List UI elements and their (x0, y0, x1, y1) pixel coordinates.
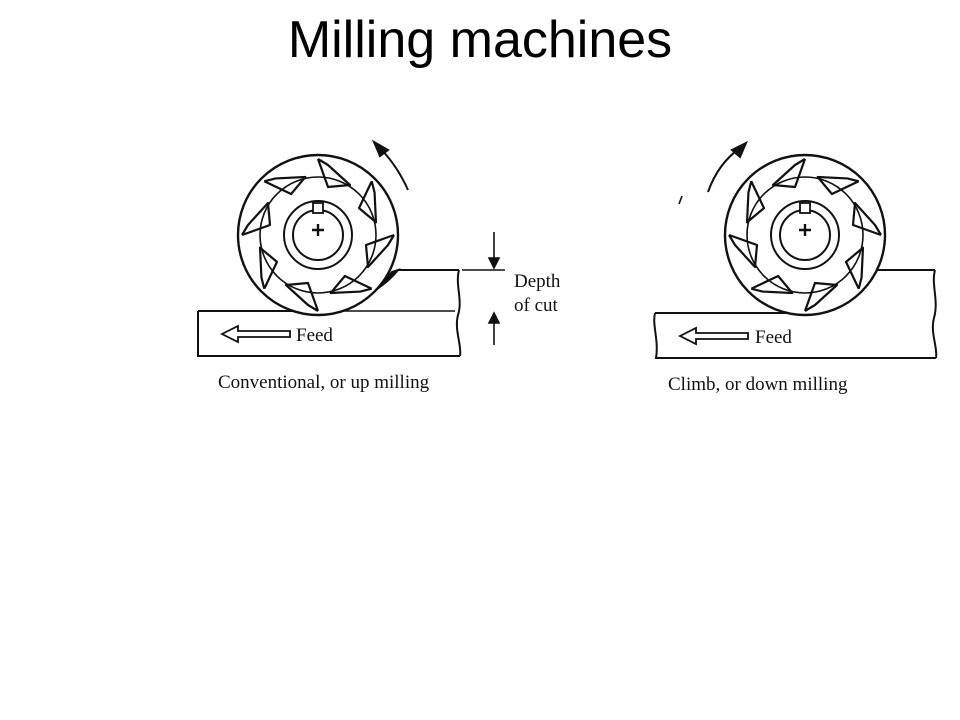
rotation-arrow-right (707, 140, 748, 193)
feed-label-right: Feed (755, 327, 792, 348)
caption-conventional: Conventional, or up milling (218, 372, 430, 393)
milling-cutter-right (723, 153, 887, 317)
rotation-arrow-left (371, 139, 409, 191)
conventional-milling-panel: Depth of cut Feed Conventional, or up mi… (197, 139, 561, 393)
caption-climb: Climb, or down milling (668, 374, 848, 395)
depth-label-line2: of cut (514, 295, 559, 316)
milling-cutter-left (236, 153, 400, 317)
workpiece-right (653, 269, 938, 359)
depth-of-cut-dimension (462, 232, 505, 345)
slide-title: Milling machines (287, 11, 673, 69)
feed-label-left: Feed (296, 325, 333, 346)
feed-arrow-right (677, 326, 749, 346)
tick-mark (678, 195, 683, 205)
climb-milling-panel: Feed Climb, or down milling (653, 140, 938, 395)
feed-arrow-left (219, 324, 291, 344)
depth-label-line1: Depth (514, 271, 561, 292)
